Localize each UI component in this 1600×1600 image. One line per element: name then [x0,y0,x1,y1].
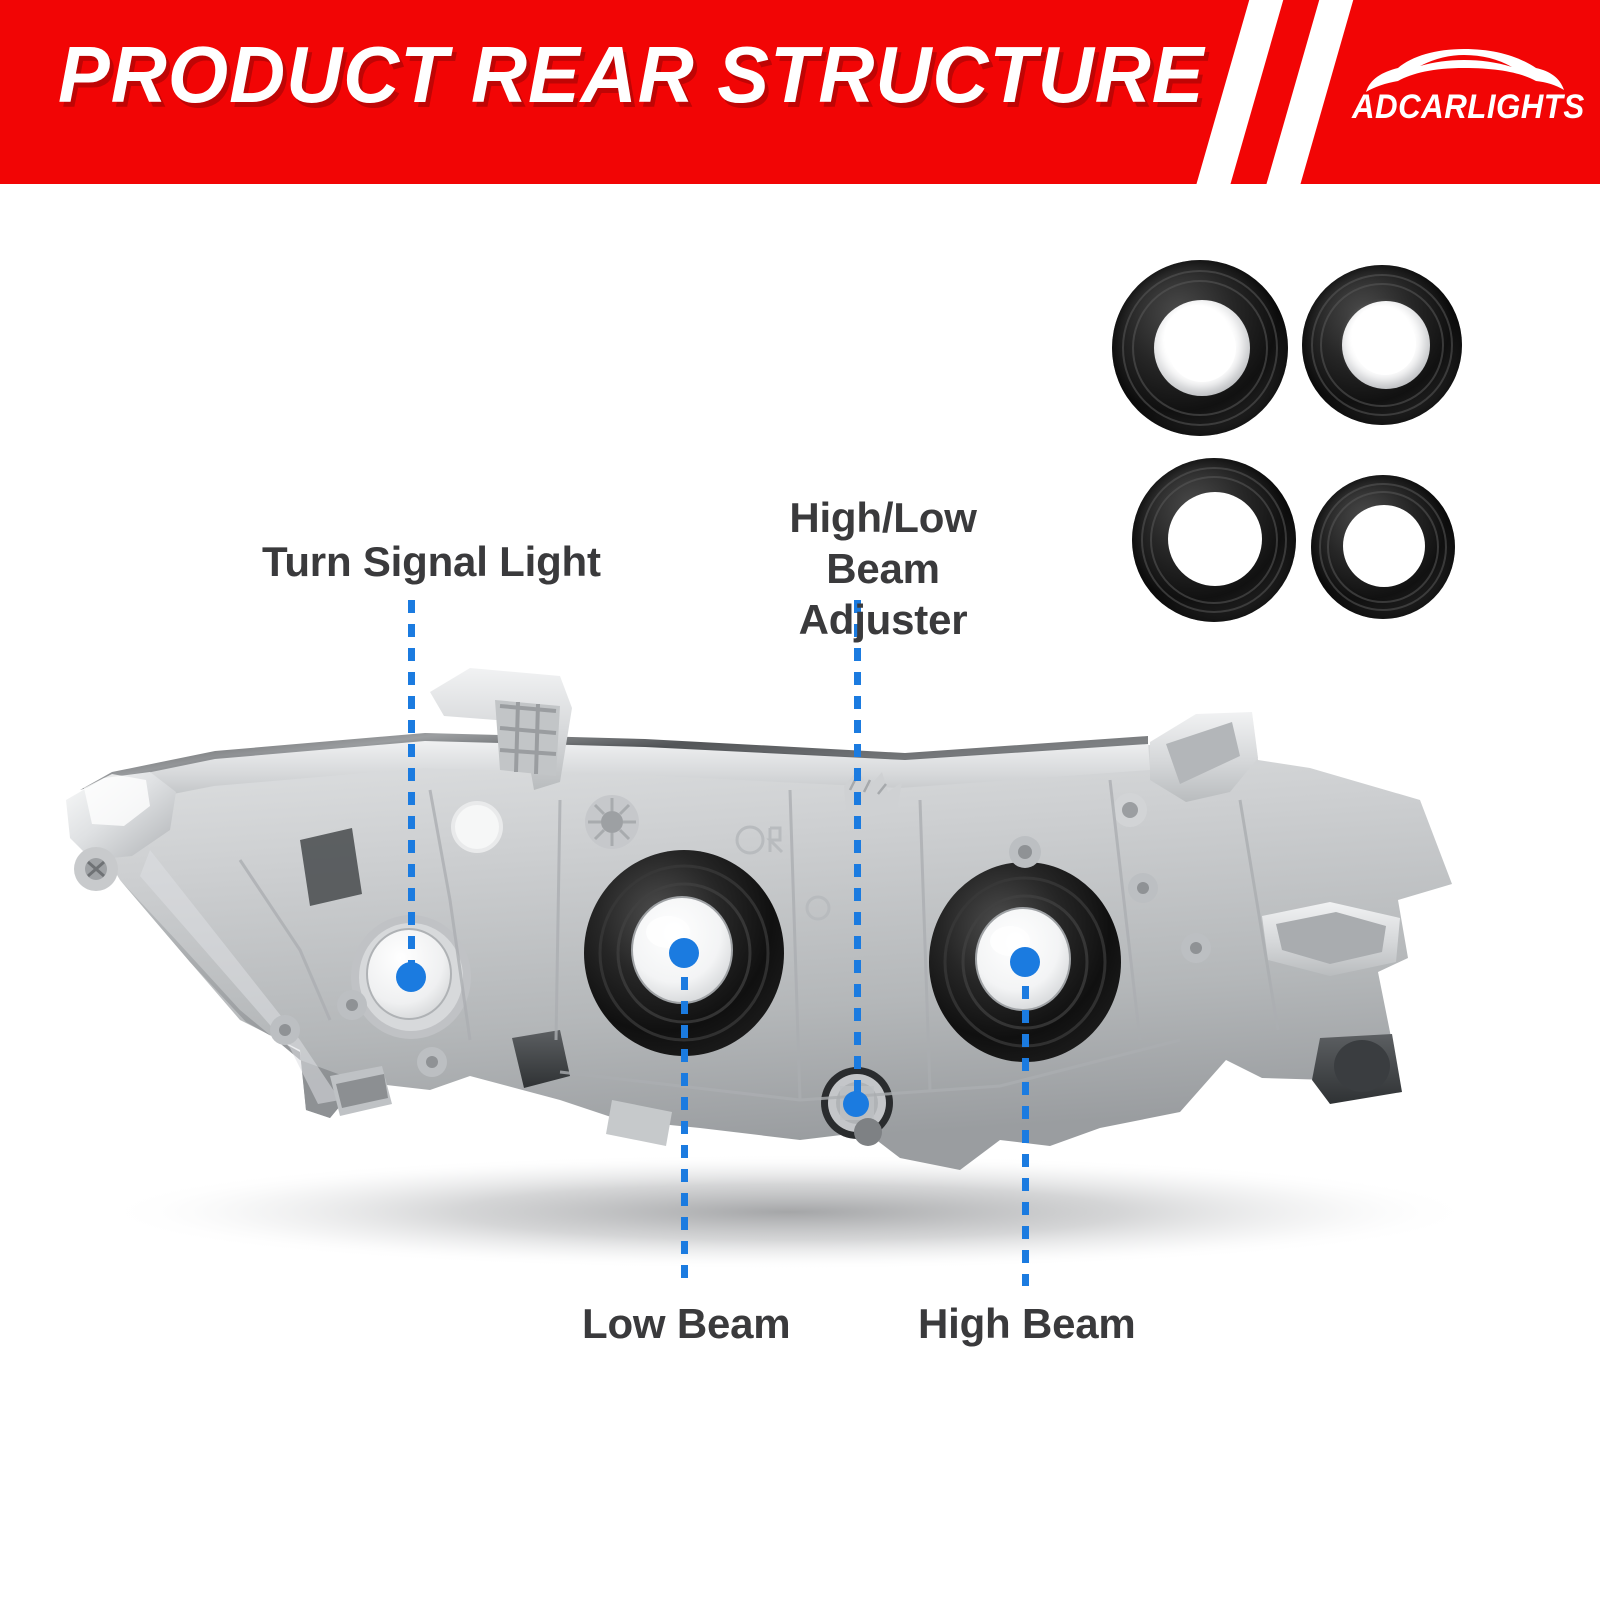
page-title: PRODUCT REAR STRUCTURE [58,30,1205,119]
leader-line-turn-signal [408,600,415,978]
cavity-bulb-hole [1334,1040,1390,1092]
dust-seal-top-left [1112,260,1288,436]
housing-left-crease [140,850,340,1104]
mounting-bracket-right [1150,712,1258,802]
housing-left-wedge [120,880,360,1118]
car-silhouette-icon [1366,49,1564,92]
header-banner: PRODUCT REAR STRUCTURE ADCARLIGHTS [0,0,1600,184]
tab-ribbing [499,701,557,775]
leader-line-high-beam [1022,962,1029,1286]
connector-cavity [512,1030,570,1088]
housing-chrome-edge [80,733,1148,790]
bracket-recess [1166,722,1240,784]
brand-logo: ADCARLIGHTS [1352,46,1585,138]
marker-beam-adjuster [843,1091,869,1117]
mount-boss [74,847,118,891]
vent-fan-icon [585,795,639,849]
dust-seal-bottom-left [1132,458,1296,622]
housing-surface-details [238,779,1280,1102]
housing-top-rail [80,739,1150,806]
mounting-tab-upper [430,668,572,790]
product-drop-shadow [100,1154,1480,1270]
blank-cap [451,801,503,853]
turn-signal-cavity [300,828,362,906]
dust-seal-top-right [1302,265,1462,425]
bottom-clip-tab [330,1066,392,1116]
corner-lens [66,772,176,860]
callout-label-low-beam: Low Beam [582,1300,791,1347]
mounting-bracket-side [1262,902,1400,976]
dust-seal-bottom-right [1311,475,1455,619]
callout-label-turn-signal-light: Turn Signal Light [262,538,601,585]
screw-head [85,858,107,880]
marker-high-beam [1010,947,1040,977]
leader-line-beam-adjuster [854,600,861,1104]
brand-name: ADCARLIGHTS [1352,88,1585,126]
marker-low-beam [669,938,699,968]
leader-line-low-beam [681,953,688,1286]
mounting-tab-face [495,700,560,776]
bottom-clip-tab [606,1100,672,1146]
corner-lens-highlight [84,774,150,826]
callout-label-high-beam: High Beam [918,1300,1136,1347]
bracket-side-recess [1276,912,1386,964]
callout-label-high-low-beam-adjuster: High/Low Beam Adjuster [789,494,977,644]
mold-marking [735,825,831,921]
rear-cavity [1312,1034,1402,1104]
marker-turn-signal [396,962,426,992]
adjuster-teeth-icon [844,770,902,818]
housing-body [72,714,1452,1170]
screw-slot [87,860,105,878]
